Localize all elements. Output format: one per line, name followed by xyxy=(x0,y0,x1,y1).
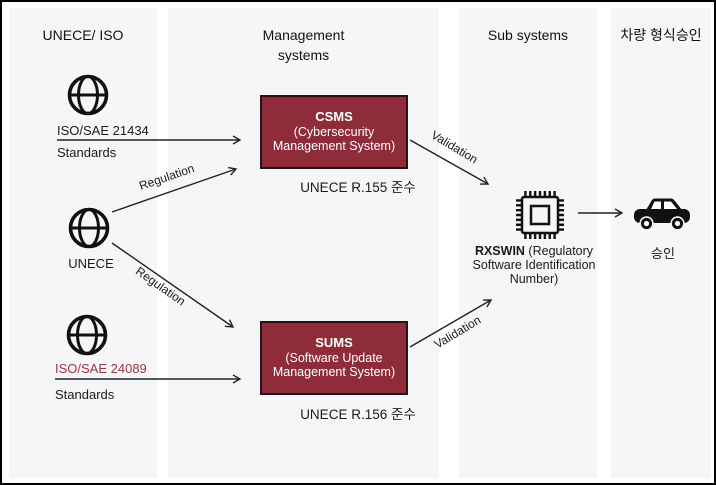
sums-full-name-line1: (Software Update xyxy=(285,350,383,365)
rxswin-line2: Software Identification xyxy=(472,258,596,272)
csms-acronym: CSMS xyxy=(315,109,353,125)
globe-icon xyxy=(66,314,108,356)
csms-full-name-line2: Management System) xyxy=(272,139,396,154)
iso24089-label: ISO/SAE 24089 xyxy=(55,361,147,376)
approval-label: 승인 xyxy=(651,246,675,261)
globe-icon xyxy=(67,74,109,116)
column-header-sub-systems: Sub systems xyxy=(487,27,569,43)
unece-label: UNECE xyxy=(68,256,114,271)
csms-full-name-line1: (Cybersecurity xyxy=(293,124,375,139)
rxswin-rest: (Regulatory xyxy=(528,244,594,258)
column-header-vehicle-type-approval: 차량 형식승인 xyxy=(620,27,702,43)
column-header-management-systems: Management systems xyxy=(262,27,345,63)
iso21434-standards-label: Standards xyxy=(57,145,117,160)
column-header-unece-iso: UNECE/ ISO xyxy=(42,27,124,43)
sums-compliance-caption: UNECE R.156 준수 xyxy=(300,407,416,422)
sums-acronym: SUMS xyxy=(315,335,353,351)
rxswin-acronym: RXSWIN xyxy=(474,244,525,258)
globe-icon xyxy=(68,207,110,249)
iso24089-standards-label: Standards xyxy=(55,387,115,402)
csms-compliance-caption: UNECE R.155 준수 xyxy=(300,180,416,195)
rxswin-line3: Number) xyxy=(509,272,559,286)
car-icon xyxy=(634,198,690,231)
iso21434-label: ISO/SAE 21434 xyxy=(57,123,149,138)
column-sub-systems: Sub systems xyxy=(459,8,597,478)
sums-box: SUMS (Software Update Management System) xyxy=(260,321,408,395)
sums-full-name-line2: Management System) xyxy=(272,365,396,380)
column-vehicle-type-approval: 차량 형식승인 xyxy=(611,8,711,478)
csms-box: CSMS (Cybersecurity Management System) xyxy=(260,95,408,169)
rxswin-label: RXSWIN (Regulatory Software Identificati… xyxy=(461,244,607,286)
microchip-icon xyxy=(516,191,564,239)
